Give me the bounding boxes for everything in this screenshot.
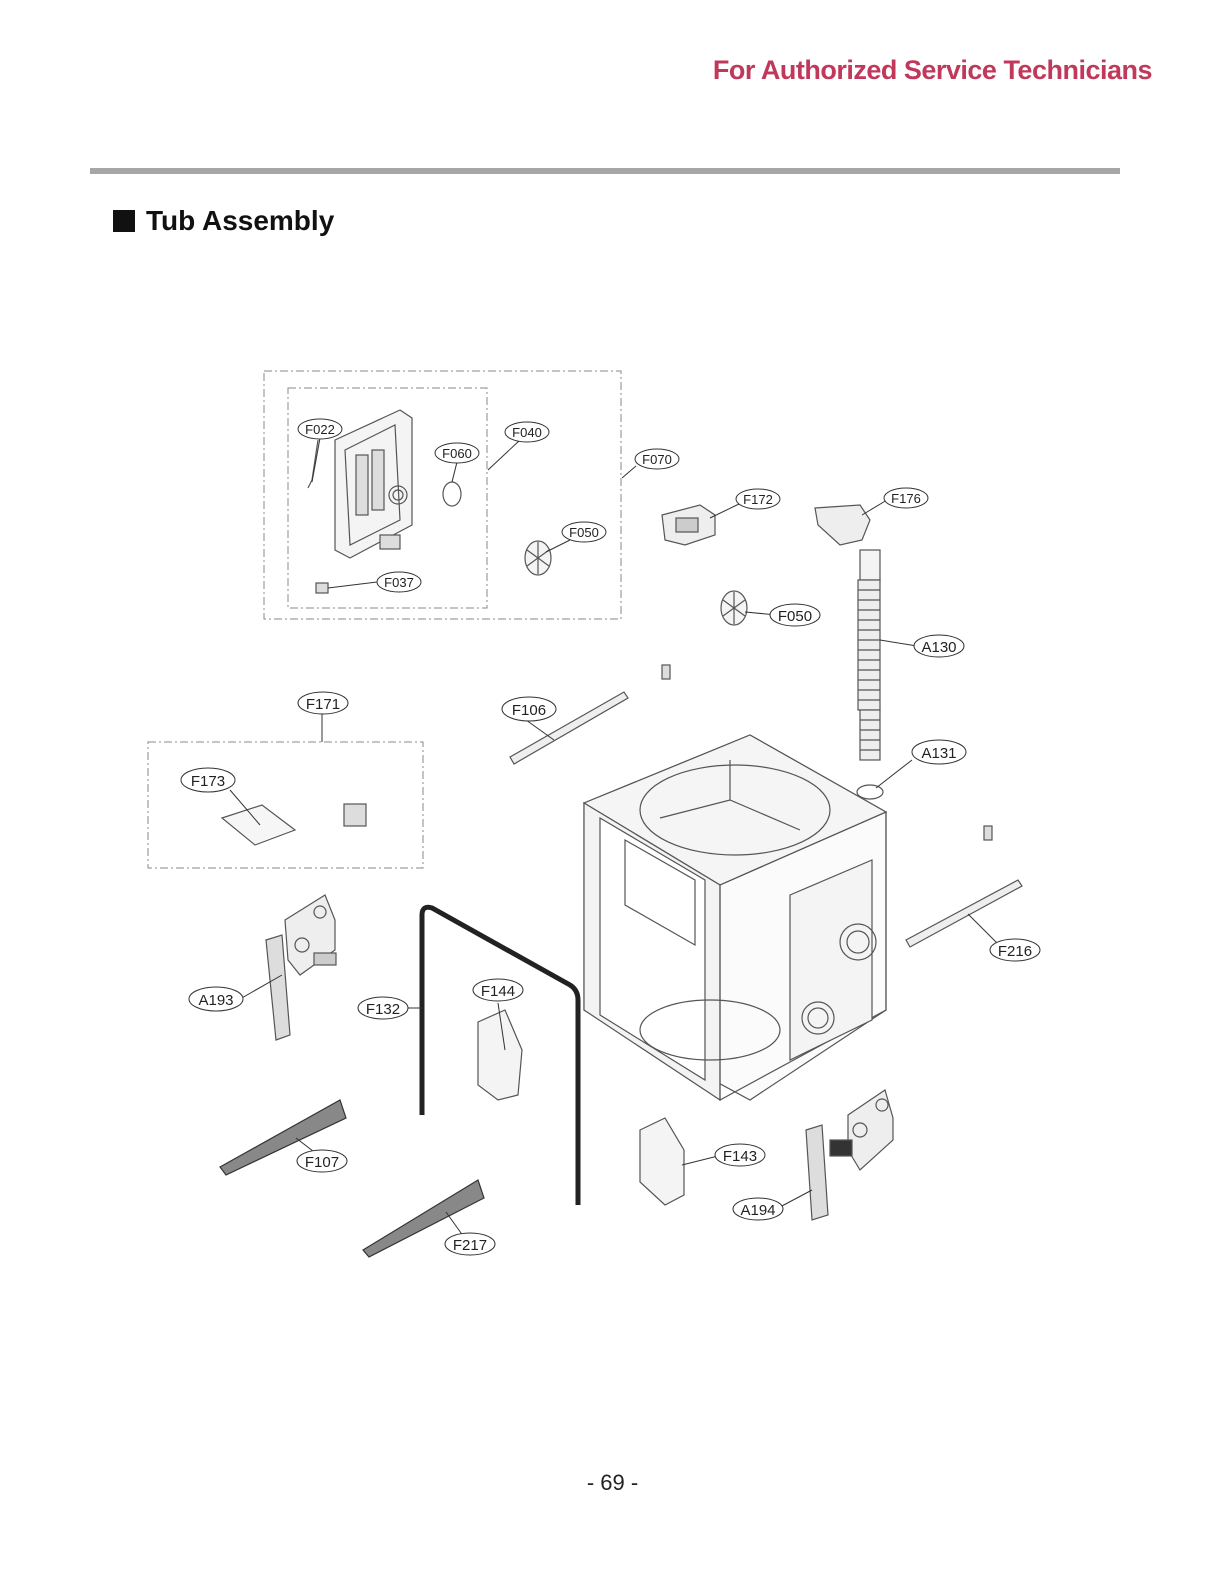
square-bullet-icon xyxy=(113,210,135,232)
drain-hose-part-a130 xyxy=(857,549,881,761)
group-box-f070 xyxy=(263,370,622,620)
tub-part xyxy=(582,734,888,1102)
rail-part-f217 xyxy=(362,1179,485,1258)
oring-part-f060 xyxy=(442,481,462,507)
rail-part-f216 xyxy=(905,879,1023,948)
callout-f143: F143 xyxy=(714,1143,766,1167)
filter-part-f050-lower xyxy=(720,590,748,626)
svg-text:F040: F040 xyxy=(512,425,542,440)
bracket-part-f171 xyxy=(343,803,367,827)
group-box-f171 xyxy=(147,741,424,869)
svg-text:F143: F143 xyxy=(723,1148,757,1165)
callout-f172: F172 xyxy=(735,488,781,510)
callout-a131: A131 xyxy=(911,739,967,765)
callout-a194: A194 xyxy=(732,1197,784,1221)
rail-part-f106 xyxy=(509,691,629,765)
bracket-part-f143 xyxy=(639,1117,685,1206)
wire-part-f022 xyxy=(307,439,319,489)
clip-part-upper xyxy=(661,664,671,680)
callout-f107: F107 xyxy=(296,1149,348,1173)
callout-f144: F144 xyxy=(472,978,524,1002)
callout-a130: A130 xyxy=(913,634,965,658)
svg-text:F070: F070 xyxy=(642,452,672,467)
svg-text:F022: F022 xyxy=(305,422,335,437)
svg-text:F173: F173 xyxy=(191,773,225,790)
svg-text:F217: F217 xyxy=(453,1237,487,1254)
svg-text:F132: F132 xyxy=(366,1001,400,1018)
manual-sheet-part-f173 xyxy=(220,804,297,846)
page-number: - 69 - xyxy=(586,1470,639,1495)
svg-text:F171: F171 xyxy=(306,696,340,713)
callout-f176: F176 xyxy=(883,487,929,509)
callout-f022: F022 xyxy=(297,418,343,440)
panel-part-f040 xyxy=(334,409,413,559)
callout-f040: F040 xyxy=(504,421,550,443)
svg-text:F176: F176 xyxy=(891,491,921,506)
callout-f216: F216 xyxy=(989,938,1041,962)
hinge-part-a193 xyxy=(265,894,337,1041)
callout-f173: F173 xyxy=(180,767,236,793)
header-note: For Authorized Service Technicians xyxy=(712,55,1153,85)
callout-f060: F060 xyxy=(434,442,480,464)
callout-f050-lower: F050 xyxy=(769,603,821,627)
callout-f217: F217 xyxy=(444,1232,496,1256)
valve-part-f172 xyxy=(661,504,716,546)
hinge-part-a194 xyxy=(805,1089,894,1221)
callout-f050-upper: F050 xyxy=(561,521,607,543)
callout-f106: F106 xyxy=(501,696,557,722)
svg-text:F037: F037 xyxy=(384,575,414,590)
callout-f070: F070 xyxy=(634,448,680,470)
svg-text:F172: F172 xyxy=(743,492,773,507)
section-title-text: Tub Assembly xyxy=(146,205,335,236)
svg-text:A194: A194 xyxy=(740,1202,775,1219)
bracket-part-f176 xyxy=(814,504,871,546)
svg-text:F050: F050 xyxy=(569,525,599,540)
section-title: Tub Assembly xyxy=(113,205,334,237)
rail-part-f107 xyxy=(219,1099,347,1176)
svg-text:F050: F050 xyxy=(778,608,812,625)
filter-part-f050-upper xyxy=(524,540,552,576)
svg-text:A193: A193 xyxy=(198,992,233,1009)
ring-part-a131 xyxy=(856,784,884,800)
svg-text:F106: F106 xyxy=(512,702,546,719)
callout-a193: A193 xyxy=(188,986,244,1012)
bracket-part-f144 xyxy=(477,1009,523,1101)
header-divider xyxy=(90,168,1120,174)
callout-f171: F171 xyxy=(297,691,349,715)
svg-text:F216: F216 xyxy=(998,943,1032,960)
svg-text:F107: F107 xyxy=(305,1154,339,1171)
connector-part-f037 xyxy=(315,582,329,594)
svg-text:F144: F144 xyxy=(481,983,515,1000)
clip-part-right xyxy=(983,825,993,841)
svg-text:F060: F060 xyxy=(442,446,472,461)
svg-text:A130: A130 xyxy=(921,639,956,656)
svg-text:A131: A131 xyxy=(921,745,956,762)
callout-f132: F132 xyxy=(357,996,409,1020)
callout-f037: F037 xyxy=(376,571,422,593)
gasket-part-f132 xyxy=(419,904,581,1205)
